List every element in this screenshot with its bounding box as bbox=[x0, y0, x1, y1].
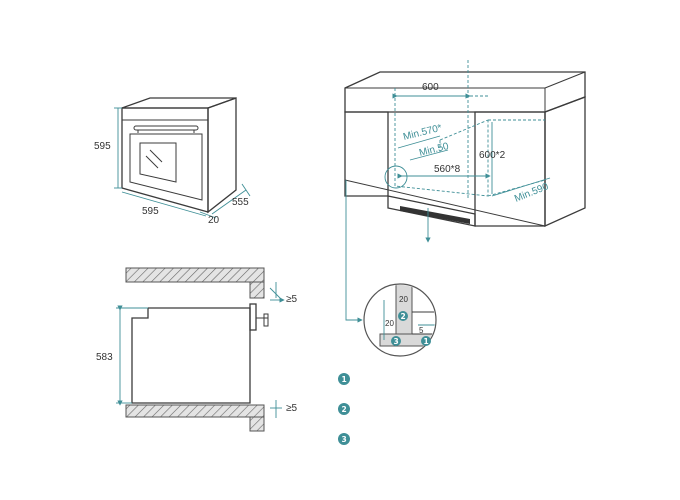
oven-depth-label: 555 bbox=[232, 197, 249, 208]
detail-v2-label: 20 bbox=[385, 319, 394, 328]
oven-door bbox=[129, 133, 203, 201]
oven-front-face bbox=[121, 107, 209, 213]
legend-item-1: 1 bbox=[338, 373, 350, 385]
section-height-label: 583 bbox=[96, 352, 113, 363]
svg-text:1: 1 bbox=[424, 337, 429, 346]
legend-item-3: 3 bbox=[338, 433, 350, 445]
cabinet-height-label: 600*2 bbox=[479, 150, 506, 161]
cabinet-side bbox=[544, 96, 586, 228]
detail-marker bbox=[384, 165, 408, 189]
cabinet-min-width-label: Min.570* bbox=[402, 123, 443, 143]
cabinet-right-panel bbox=[474, 111, 546, 227]
cabinet-left-panel bbox=[344, 111, 389, 197]
oven-height-label: 595 bbox=[94, 141, 111, 152]
svg-text:3: 3 bbox=[394, 337, 399, 346]
cabinet-inner-width-label: 560*8 bbox=[434, 164, 461, 175]
oven-top bbox=[121, 97, 237, 109]
svg-text:3: 3 bbox=[342, 435, 347, 444]
oven-section-body bbox=[131, 307, 251, 404]
oven-front-label: 20 bbox=[208, 215, 220, 226]
detail-badge-3: 3 bbox=[391, 336, 401, 346]
detail-badge-2: 2 bbox=[398, 311, 408, 321]
detail-h1-label: 5 bbox=[419, 326, 424, 335]
cabinet-top-width-label: 600 bbox=[422, 82, 439, 93]
svg-text:2: 2 bbox=[401, 312, 406, 321]
oven-side bbox=[207, 97, 237, 214]
cabinet-min-gap-label: Min.50 bbox=[418, 141, 450, 159]
legend-item-2: 2 bbox=[338, 403, 350, 415]
cabinet-perspective: 600 Min.570* Min.50 560*8 600*2 Min.590 bbox=[344, 60, 586, 323]
svg-text:1: 1 bbox=[342, 375, 347, 384]
svg-text:2: 2 bbox=[342, 405, 347, 414]
section-top-gap-label: ≥5 bbox=[286, 294, 297, 305]
oven-perspective: 595 595 555 20 bbox=[94, 97, 251, 226]
section-view: 583 ≥5 ≥5 bbox=[96, 267, 297, 432]
top-shelf bbox=[125, 267, 265, 283]
vent-slot bbox=[400, 206, 470, 224]
detail-v1-label: 20 bbox=[399, 295, 408, 304]
detail-leader bbox=[345, 180, 363, 323]
countertop bbox=[344, 71, 586, 113]
section-bottom-gap-label: ≥5 bbox=[286, 403, 297, 414]
oven-window bbox=[139, 142, 177, 183]
legend: 1 2 3 bbox=[338, 373, 350, 445]
bottom-shelf bbox=[125, 404, 265, 418]
oven-handle bbox=[133, 125, 199, 131]
detail-badge-1: 1 bbox=[421, 336, 431, 346]
cabinet-plinth bbox=[387, 195, 476, 227]
detail-view: 20 20 5 2 3 1 bbox=[363, 283, 437, 357]
oven-width-label: 595 bbox=[142, 206, 159, 217]
